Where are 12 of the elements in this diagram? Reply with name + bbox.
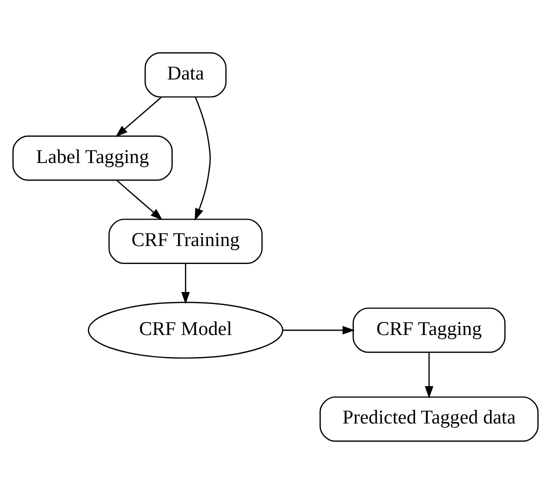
arrow <box>424 352 434 398</box>
node-box: Data <box>144 52 227 98</box>
arrow <box>282 325 355 334</box>
arrow <box>115 96 162 137</box>
node-box: CRF Tagging <box>352 307 506 352</box>
node-box: Predicted Tagged data <box>320 396 539 442</box>
arrow <box>194 96 211 220</box>
arrow <box>181 262 190 304</box>
node-box: CRF Training <box>108 218 263 264</box>
node-ellipse: CRF Model <box>88 301 284 358</box>
node-box: Label Tagging <box>12 135 173 180</box>
arrow <box>116 180 163 220</box>
